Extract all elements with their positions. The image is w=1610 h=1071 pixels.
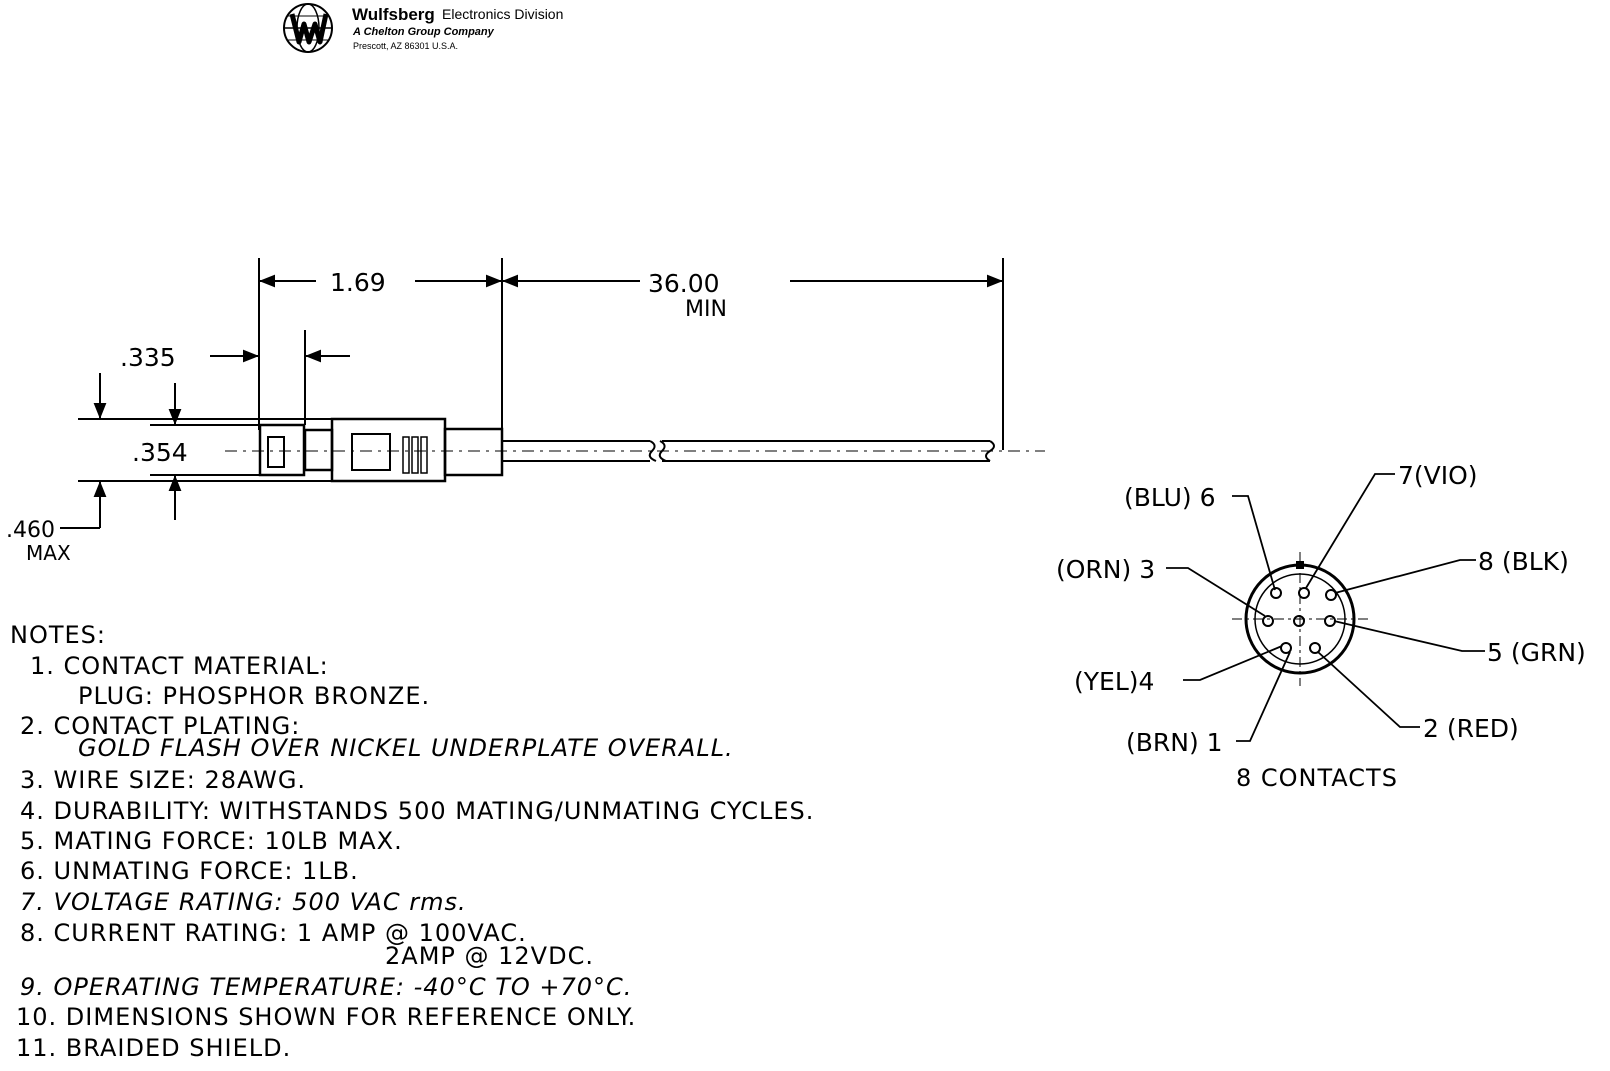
pin-label-5: 5 (GRN) xyxy=(1487,638,1586,667)
note-line: 2. CONTACT PLATING: xyxy=(20,712,300,740)
pin-label-3: (ORN) 3 xyxy=(1056,555,1155,584)
pin-label-8: 8 (BLK) xyxy=(1478,547,1569,576)
note-line: 9. OPERATING TEMPERATURE: -40°C TO +70°C… xyxy=(20,973,632,1001)
pin-4 xyxy=(1280,642,1292,654)
dim-plug-length: 1.69 xyxy=(330,268,386,297)
pin-5 xyxy=(1324,615,1336,627)
contacts-caption: 8 CONTACTS xyxy=(1236,764,1398,792)
dimension-lines xyxy=(60,274,1003,529)
note-line: PLUG: PHOSPHOR BRONZE. xyxy=(78,682,430,710)
pin-label-7: 7(VIO) xyxy=(1398,461,1478,490)
pin-label-4: (YEL)4 xyxy=(1074,667,1154,696)
notes-block: NOTES: 1. CONTACT MATERIAL: PLUG: PHOSPH… xyxy=(10,621,814,1062)
pin-8 xyxy=(1325,589,1337,601)
note-line: 5. MATING FORCE: 10LB MAX. xyxy=(20,827,403,855)
cable-assembly-drawing xyxy=(225,258,1045,483)
note-line: 11. BRAIDED SHIELD. xyxy=(16,1034,291,1062)
pin-2 xyxy=(1309,642,1321,654)
company-logo xyxy=(283,3,333,53)
pin-label-6: (BLU) 6 xyxy=(1124,483,1216,512)
dim-body-max: MAX xyxy=(26,541,71,565)
company-name: Wulfsberg xyxy=(352,5,435,24)
notes-title: NOTES: xyxy=(10,621,106,649)
note-line: 6. UNMATING FORCE: 1LB. xyxy=(20,857,359,885)
note-line: 7. VOLTAGE RATING: 500 VAC rms. xyxy=(20,888,467,916)
pin-centre xyxy=(1293,615,1305,627)
company-address: Prescott, AZ 86301 U.S.A. xyxy=(353,41,458,51)
note-line: 4. DURABILITY: WITHSTANDS 500 MATING/UNM… xyxy=(20,797,814,825)
pin-6 xyxy=(1270,587,1282,599)
dim-cable-min: MIN xyxy=(685,297,727,322)
company-parent: A Chelton Group Company xyxy=(352,26,495,38)
company-division: Electronics Division xyxy=(442,6,563,22)
dim-nut-length: .335 xyxy=(120,343,176,372)
pin-label-2: 2 (RED) xyxy=(1423,714,1519,743)
note-line: 2AMP @ 12VDC. xyxy=(385,942,594,970)
pin-7 xyxy=(1298,587,1310,599)
plug-body xyxy=(330,417,447,483)
dim-cable-length: 36.00 xyxy=(648,269,720,298)
dim-nut-diameter: .354 xyxy=(132,438,188,467)
note-line: 3. WIRE SIZE: 28AWG. xyxy=(20,766,306,794)
note-line: 1. CONTACT MATERIAL: xyxy=(30,652,329,680)
pin-label-1: (BRN) 1 xyxy=(1126,728,1223,757)
note-line: GOLD FLASH OVER NICKEL UNDERPLATE OVERAL… xyxy=(78,734,734,762)
pin-3 xyxy=(1262,615,1274,627)
connector-face-view xyxy=(1166,473,1485,742)
note-line: 10. DIMENSIONS SHOWN FOR REFERENCE ONLY. xyxy=(16,1003,636,1031)
dim-body-diameter: .460 xyxy=(6,518,55,543)
note-line: 8. CURRENT RATING: 1 AMP @ 100VAC. xyxy=(20,919,527,947)
